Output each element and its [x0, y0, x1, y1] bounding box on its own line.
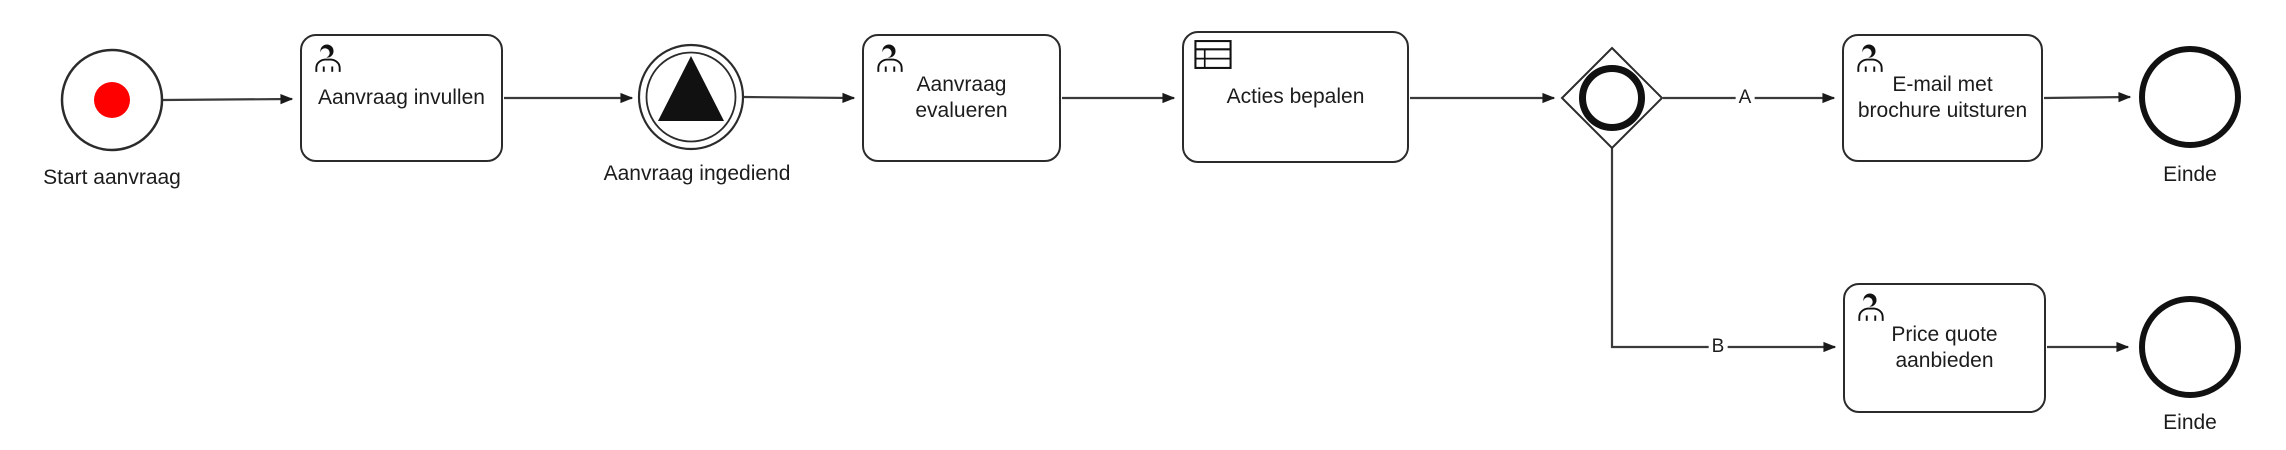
start-event-label: Start aanvraag [43, 166, 181, 189]
inclusive-gateway[interactable] [1560, 46, 1664, 150]
intermediate-event-label: Aanvraag ingediend [603, 162, 791, 185]
user-icon [1858, 293, 1884, 321]
user-icon [877, 44, 903, 72]
end-event-top[interactable] [2139, 46, 2241, 148]
task-label: Price quote aanbieden [1891, 323, 1998, 372]
task-label: Aanvraag evalueren [915, 73, 1008, 122]
flow-gateway-to-quote[interactable] [1610, 148, 1837, 353]
start-event[interactable] [60, 48, 164, 152]
task-acties-bepalen[interactable]: Acties bepalen [1182, 31, 1409, 163]
end-event-bottom-label: Einde [2163, 411, 2217, 434]
start-event-red-dot [94, 82, 130, 118]
user-icon [1857, 44, 1883, 72]
end-event-top-label: Einde [2163, 163, 2217, 186]
flow-label-b: B [1708, 336, 1728, 358]
signal-triangle-icon [658, 56, 724, 121]
task-email-brochure[interactable]: E-mail met brochure uitsturen [1842, 34, 2043, 162]
flow-email-to-end[interactable] [2043, 92, 2132, 103]
user-icon [315, 44, 341, 72]
inclusive-gateway-circle-icon [1579, 65, 1645, 131]
flow-label-a: A [1735, 87, 1755, 109]
intermediate-throw-event[interactable] [637, 43, 745, 151]
task-label: E-mail met brochure uitsturen [1857, 73, 2028, 122]
business-rule-table-icon [1194, 40, 1232, 69]
end-event-bottom[interactable] [2139, 296, 2241, 398]
task-label: Acties bepalen [1226, 85, 1365, 109]
task-price-quote[interactable]: Price quote aanbieden [1843, 283, 2046, 413]
task-label: Aanvraag invullen [318, 86, 485, 110]
task-aanvraag-evalueren[interactable]: Aanvraag evalueren [862, 34, 1061, 162]
flow-start-to-invullen[interactable] [162, 93, 294, 105]
flow-ingediend-to-evalueren[interactable] [743, 92, 856, 104]
task-aanvraag-invullen[interactable]: Aanvraag invullen [300, 34, 503, 162]
